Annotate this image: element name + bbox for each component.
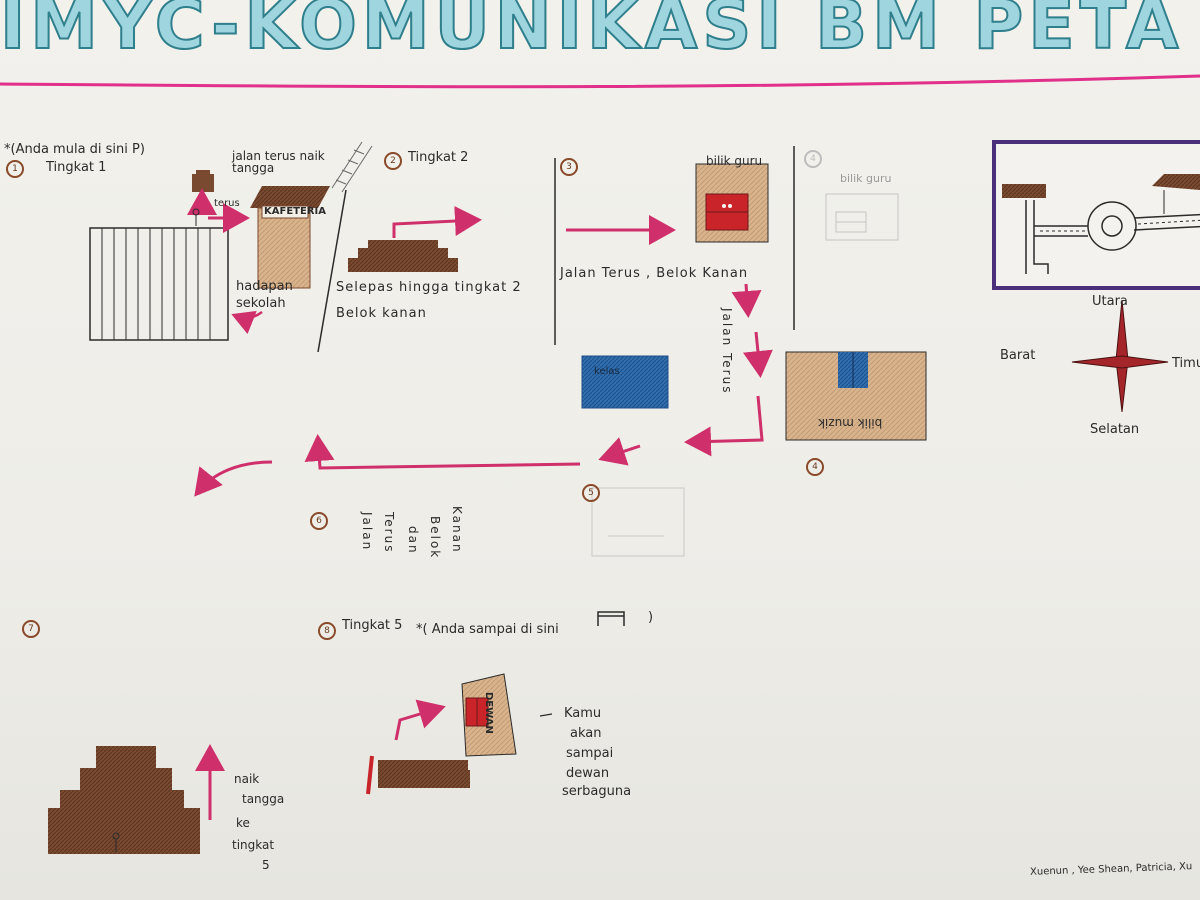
arrive-word-2: akan: [570, 726, 602, 741]
inset-map: [992, 140, 1200, 290]
arrive-word-4: dewan: [566, 766, 610, 781]
step-6-word-4: Belok: [428, 516, 442, 560]
climb-word-3: ke: [236, 816, 250, 830]
step-7-number: 7: [22, 620, 40, 638]
step-6-word-2: Terus: [382, 512, 396, 554]
arrive-word-1: Kamu: [564, 706, 602, 721]
stairs-sketch: [331, 141, 373, 193]
class-room-label: kelas: [594, 366, 620, 377]
divider-1: [317, 189, 347, 353]
arrow-down-2: [742, 331, 773, 378]
terus-label: terus: [214, 198, 240, 209]
step-1-number: 1: [6, 160, 24, 178]
climb-word-1: naik: [234, 772, 260, 786]
arrow-down-1: [731, 283, 762, 318]
arrow-front: [231, 310, 263, 335]
stairs-level2: [348, 240, 458, 272]
step-6-number: 6: [310, 512, 328, 530]
climb-word-4: tingkat: [232, 838, 275, 852]
compass-north: Utara: [1092, 294, 1128, 309]
front-of-school: hadapan sekolah: [236, 279, 293, 311]
title-underline: [0, 74, 1200, 89]
end-symbol: [597, 611, 625, 626]
teacher-room-label: bilik guru: [706, 154, 763, 168]
step-3-vertical-note: Jalan Terus: [720, 308, 734, 395]
arrow-left-2: [598, 437, 641, 466]
arrow-left-1: [684, 395, 764, 457]
hall-sign: DEWAN: [483, 692, 494, 734]
music-room-label: bilik muzik: [818, 416, 883, 430]
stairs-note: jalan terus naik tangga: [232, 149, 325, 175]
step-2-note-1: Selepas hingga tingkat 2: [336, 280, 522, 295]
faint-box: [591, 487, 685, 557]
start-note: *(Anda mula di sini P): [4, 142, 145, 157]
step-5-number: 5: [582, 484, 600, 502]
faint-step-number: 4: [804, 150, 822, 168]
arrive-word-3: sampai: [566, 746, 614, 761]
compass-south: Selatan: [1090, 422, 1140, 437]
step-2-number: 2: [384, 152, 402, 170]
cafeteria-building: [250, 186, 330, 289]
page-title: IMYC-KOMUNIKASI BM PETA: [0, 0, 1184, 66]
hall-building: [461, 673, 517, 757]
climb-word-2: tangga: [242, 792, 285, 806]
compass-rose: [1071, 299, 1169, 413]
step-8-label: Tingkat 5: [342, 618, 403, 633]
step-2-note-2: Belok kanan: [336, 306, 427, 321]
arrow-level2: [392, 206, 482, 238]
end-note-close: ): [648, 610, 654, 625]
start-marker: [187, 170, 217, 226]
step-3-note: Jalan Terus , Belok Kanan: [560, 266, 749, 281]
teacher-room: [695, 163, 769, 243]
step-6-word-5: Kanan: [450, 506, 464, 554]
arrow-step7: [194, 460, 273, 497]
step-2-label: Tingkat 2: [408, 150, 469, 165]
step-8-number: 8: [318, 622, 336, 640]
arrow-step6: [304, 434, 581, 470]
arrive-word-5: serbaguna: [562, 784, 632, 799]
compass-west: Barat: [1000, 348, 1036, 363]
step-4-number: 4: [806, 458, 824, 476]
step-6-word-1: Jalan: [360, 512, 374, 552]
faint-room-label: bilik guru: [840, 172, 892, 185]
step-3-number: 3: [560, 158, 578, 176]
music-room: [785, 351, 927, 441]
climb-word-5: 5: [262, 858, 270, 872]
end-note: *( Anda sampai di sini: [416, 622, 559, 637]
faint-room: [825, 193, 899, 241]
step-1-label: Tingkat 1: [46, 160, 107, 175]
step-6-word-3: dan: [406, 526, 420, 555]
school-gate: [89, 227, 229, 341]
level5-stairs: [366, 755, 470, 795]
compass-east: Timur: [1172, 356, 1200, 371]
arrow-hall: [394, 699, 446, 741]
class-room: [581, 355, 669, 409]
stairs-pyramid: [48, 746, 200, 854]
cafeteria-label: KAFETERIA: [264, 206, 326, 217]
